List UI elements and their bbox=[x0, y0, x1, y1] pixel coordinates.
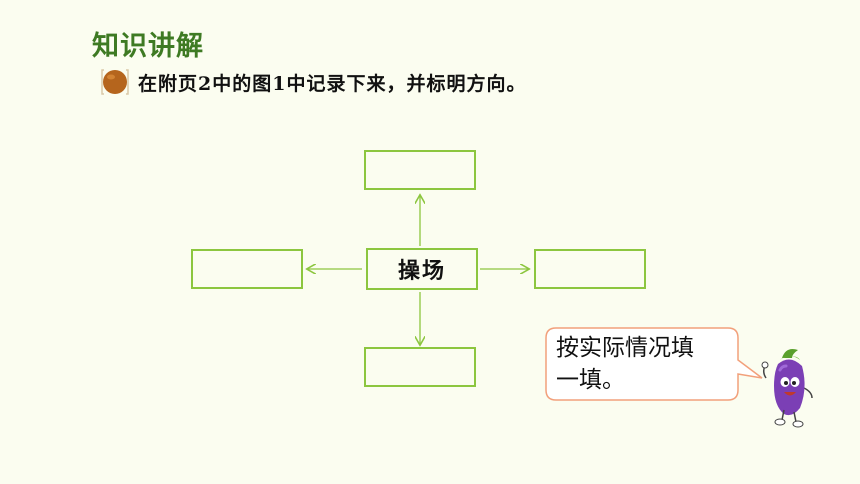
center-label: 操场 bbox=[397, 258, 446, 284]
south-box[interactable] bbox=[364, 347, 476, 387]
instruction-row: 在附页2中的图1中记录下来，并标明方向。 bbox=[100, 66, 526, 98]
speech-bubble-line2: 一填。 bbox=[556, 367, 625, 393]
east-box[interactable] bbox=[534, 249, 646, 289]
eggplant-mascot-icon bbox=[761, 349, 813, 428]
north-box[interactable] bbox=[364, 150, 476, 190]
brown-circle-bullet-icon bbox=[101, 69, 129, 95]
center-box bbox=[366, 248, 478, 290]
instruction-text: 在附页2中的图1中记录下来，并标明方向。 bbox=[138, 72, 527, 95]
speech-bubble-text: 按实际情况填 一填。 bbox=[556, 332, 734, 396]
west-box[interactable] bbox=[191, 249, 303, 289]
speech-bubble-line1: 按实际情况填 bbox=[556, 335, 694, 361]
page-title: 知识讲解 bbox=[92, 31, 204, 62]
